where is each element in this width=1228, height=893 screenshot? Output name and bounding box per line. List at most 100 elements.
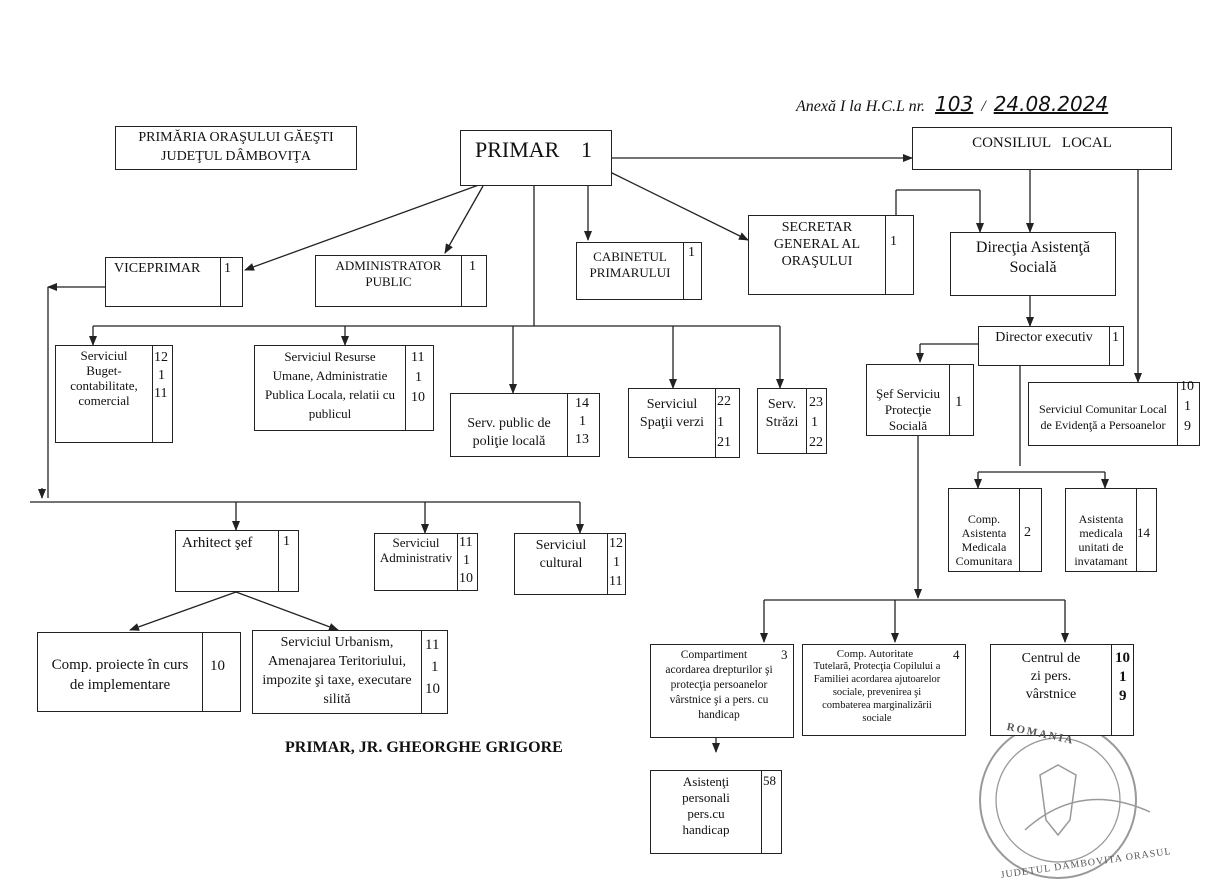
resurse-heads: 1	[415, 370, 422, 385]
proiecte-line-2: de implementare	[69, 677, 171, 693]
primar-count: 1	[581, 137, 592, 162]
administrativ-line-1: Serviciul	[392, 535, 440, 550]
consiliu-local-label: CONSILIUL LOCAL	[972, 135, 1112, 151]
politie-line-1: Serv. public de	[467, 416, 551, 431]
strazi-line-2: Străzi	[765, 415, 799, 430]
institution-line-1: PRIMĂRIA ORAŞULUI GĂEŞTI	[138, 130, 334, 145]
viceprimar-count: 1	[224, 261, 231, 276]
centrul-line-1: Centrul de	[1021, 651, 1081, 666]
autoritate-line-2: Tutelară, Protecţia Copilului a	[813, 661, 941, 672]
centrul-heads: 1	[1119, 669, 1127, 685]
comp-medicala-line-2: Asistenta	[961, 526, 1007, 540]
comp-medicala-line-3: Medicala	[961, 540, 1007, 554]
drepturi-line-1: Compartiment	[680, 649, 748, 661]
urbanism-line-2: Amenajarea Teritoriului,	[268, 654, 406, 669]
drepturi-line-5: handicap	[698, 709, 740, 721]
buget-heads: 1	[158, 368, 165, 383]
comp-medicala-line-4: Comunitara	[955, 554, 1013, 568]
spatii-line-1: Serviciul	[646, 397, 698, 412]
asistenta-scolara-box: Asistenta medicala unitati de invatamant…	[1065, 488, 1157, 572]
cultural-total: 12	[609, 536, 623, 551]
administrator-count: 1	[469, 259, 476, 274]
cultural-box: Serviciul cultural 12 1 11	[514, 533, 626, 595]
resurse-staff: 10	[411, 390, 425, 405]
urbanism-heads: 1	[431, 659, 439, 675]
politie-staff: 13	[575, 432, 589, 447]
cabinet-line-2: PRIMARULUI	[589, 265, 671, 280]
resurse-line-2: Umane, Administratie	[272, 368, 388, 383]
secretar-line-2: GENERAL AL	[773, 237, 861, 252]
directia-line-2: Socială	[1009, 259, 1057, 276]
administrator-line-2: PUBLIC	[365, 274, 412, 289]
asistenti-line-4: handicap	[682, 822, 730, 837]
viceprimar-box: VICEPRIMAR 1	[105, 257, 243, 307]
politie-total: 14	[575, 396, 589, 411]
cultural-line-2: cultural	[539, 556, 583, 571]
primar-box: PRIMAR 1	[460, 130, 612, 186]
arhitect-sef-box: Arhitect şef 1	[175, 530, 299, 592]
cabinet-line-1: CABINETUL	[593, 249, 667, 264]
strazi-box: Serv. Străzi 23 1 22	[757, 388, 827, 454]
secretar-line-3: ORAŞULUI	[781, 254, 853, 269]
politie-locala-box: Serv. public de poliţie locală 14 1 13	[450, 393, 600, 457]
asistenti-line-3: pers.cu	[687, 806, 725, 821]
spatii-total: 22	[717, 394, 731, 409]
resurse-line-3: Publica Locala, relatii cu	[265, 387, 395, 402]
sef-protectie-line-3: Socială	[888, 418, 928, 433]
spatii-staff: 21	[717, 435, 731, 450]
centrul-zi-box: Centrul de zi pers. vârstnice 10 1 9	[990, 644, 1134, 736]
hcl-date: 24.08.2024	[993, 92, 1109, 116]
comp-medicala-count: 2	[1024, 525, 1031, 540]
urbanism-total: 11	[425, 637, 440, 653]
urbanism-line-1: Serviciul Urbanism,	[280, 635, 394, 650]
administrativ-total: 11	[459, 535, 473, 550]
strazi-total: 23	[809, 395, 823, 410]
asist-scoli-count: 14	[1137, 525, 1150, 540]
evidenta-total: 10	[1180, 379, 1194, 394]
institution-box: PRIMĂRIA ORAŞULUI GĂEŞTI JUDEŢUL DÂMBOVI…	[115, 126, 357, 170]
evidenta-box: Serviciul Comunitar Local de Evidenţă a …	[1028, 379, 1200, 446]
spatii-verzi-box: Serviciul Spaţii verzi 22 1 21	[628, 388, 740, 458]
asistenti-line-1: Asistenţi	[682, 774, 730, 789]
secretar-box: SECRETAR GENERAL AL ORAŞULUI 1	[748, 215, 914, 295]
hcl-number: 103	[935, 92, 974, 116]
autoritate-line-6: sociale	[862, 713, 892, 724]
asistenti-personali-box: Asistenţi personali pers.cu handicap 58	[650, 770, 782, 854]
politie-line-2: poliţie locală	[472, 434, 546, 449]
cabinet-box: CABINETUL PRIMARULUI 1	[576, 242, 702, 300]
directia-asistenta-box: Direcţia Asistenţă Socială	[950, 232, 1116, 296]
sef-protectie-box: Şef Serviciu Protecţie Socială 1	[866, 364, 974, 436]
evidenta-heads: 1	[1184, 399, 1191, 414]
arhitect-label: Arhitect şef	[182, 535, 253, 551]
autoritate-line-1: Comp. Autoritate	[836, 648, 914, 660]
asist-scoli-line-4: invatamant	[1074, 554, 1128, 568]
sef-protectie-line-1: Şef Serviciu	[876, 386, 940, 401]
consiliu-local-box: CONSILIUL LOCAL	[912, 127, 1172, 170]
drepturi-line-3: protecţia persoanelor	[670, 679, 768, 691]
evidenta-line-2: de Evidenţă a Persoanelor	[1040, 418, 1166, 432]
administrativ-box: Serviciul Administrativ 11 1 10	[374, 533, 478, 591]
drepturi-line-4: vârstnice şi a pers. cu	[669, 694, 769, 706]
buget-line-4: comercial	[78, 393, 130, 408]
sef-protectie-count: 1	[955, 394, 963, 410]
evidenta-line-1: Serviciul Comunitar Local	[1039, 402, 1167, 416]
cultural-line-1: Serviciul	[535, 538, 587, 553]
institution-line-2: JUDEŢUL DÂMBOVIŢA	[161, 149, 311, 164]
director-count: 1	[1112, 330, 1119, 345]
comp-medicala-box: Comp. Asistenta Medicala Comunitara 2	[948, 488, 1042, 572]
director-label: Director executiv	[995, 330, 1093, 345]
arhitect-count: 1	[283, 534, 290, 549]
centrul-line-2: zi pers.	[1030, 669, 1072, 684]
strazi-line-1: Serv.	[767, 397, 797, 412]
annex-label: Anexă I la H.C.L nr.	[796, 98, 926, 115]
annex-reference: Anexă I la H.C.L nr. 103 / 24.08.2024	[796, 92, 1108, 116]
autoritate-line-4: sociale, prevenirea şi	[832, 687, 922, 698]
strazi-heads: 1	[811, 415, 818, 430]
autoritate-box: Comp. Autoritate Tutelară, Protecţia Cop…	[802, 644, 966, 736]
comp-medicala-line-1: Comp.	[967, 512, 1001, 526]
administrator-public-box: ADMINISTRATOR PUBLIC 1	[315, 255, 487, 307]
drepturi-box: Compartiment acordarea drepturilor şi pr…	[650, 644, 794, 738]
resurse-total: 11	[411, 350, 425, 365]
buget-box: Serviciul Buget- contabilitate, comercia…	[55, 345, 173, 443]
resurse-umane-box: Serviciul Resurse Umane, Administratie P…	[254, 345, 434, 431]
